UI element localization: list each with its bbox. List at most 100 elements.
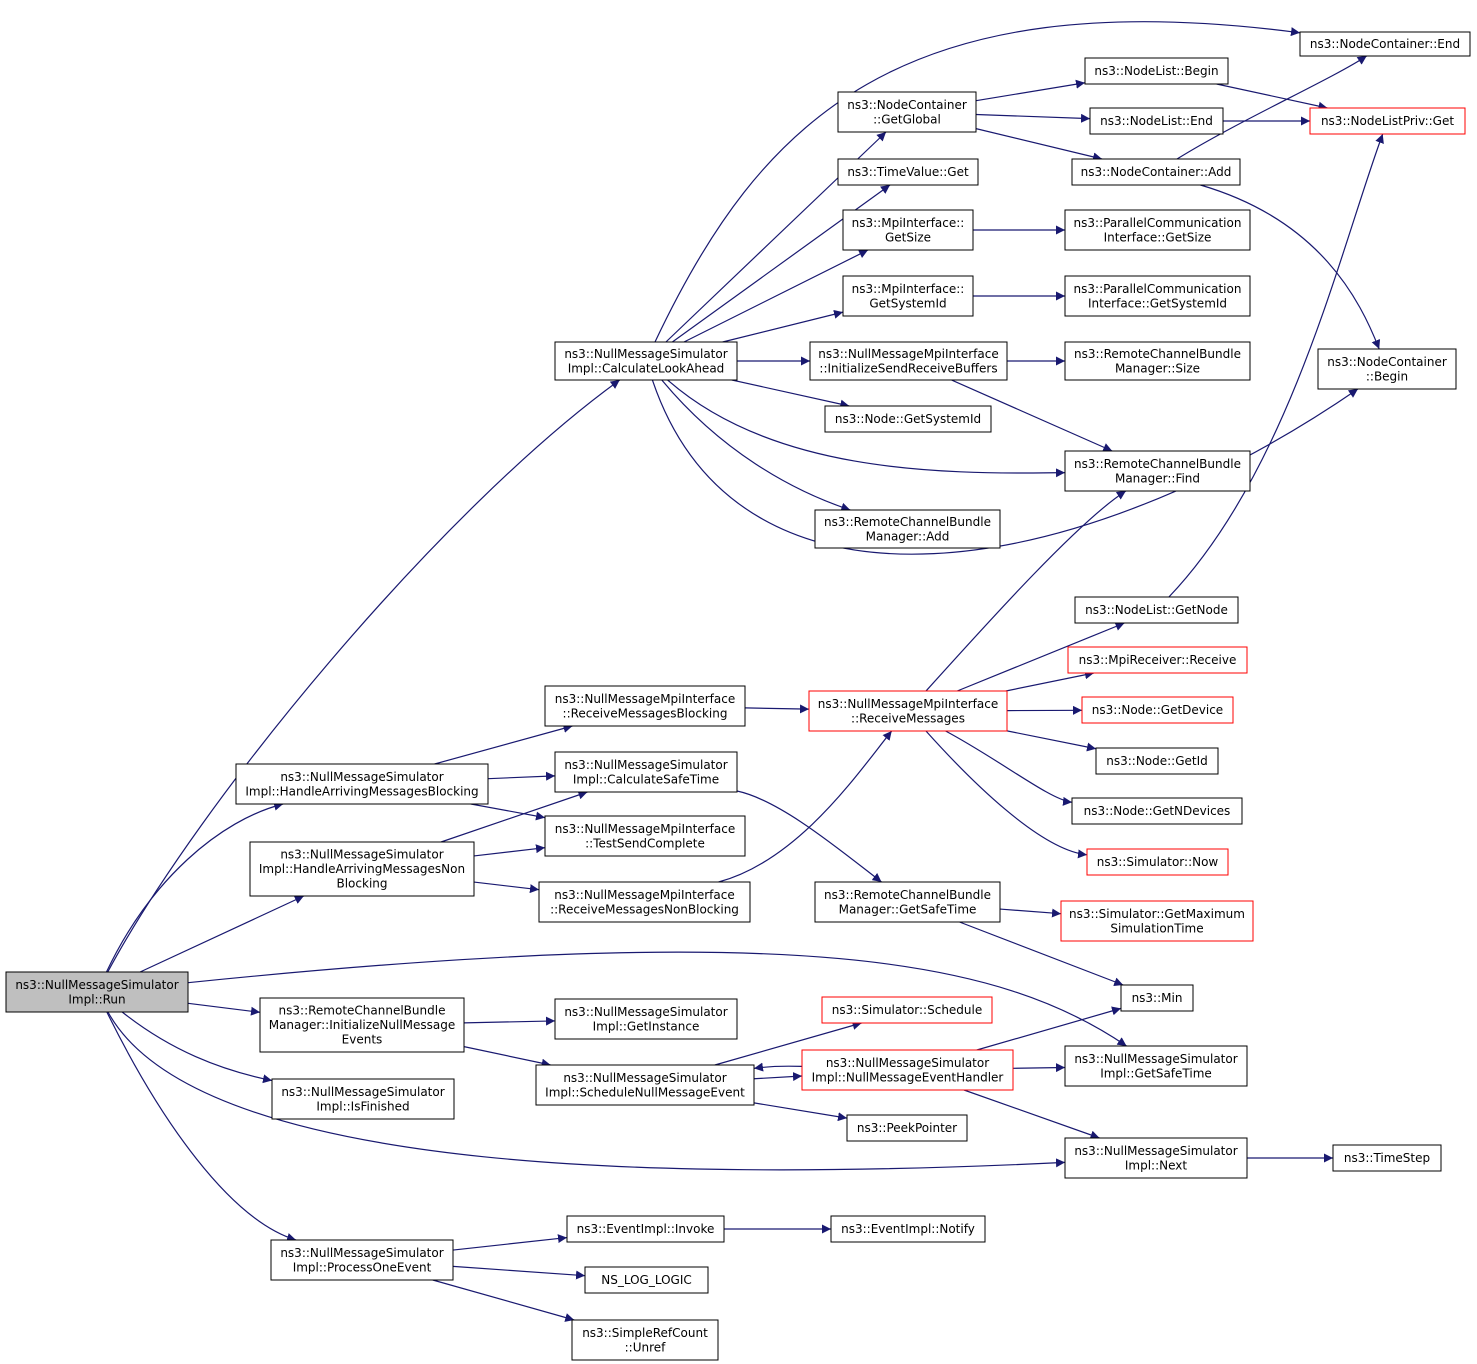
node-label: ns3::PeekPointer [857,1121,957,1135]
node-box [842,275,974,317]
node-min[interactable]: ns3::Min [1120,984,1194,1012]
node-box [1086,848,1229,876]
edge-recvNonBlocking-to-recvMessages [718,730,893,883]
edge-calcLookAhead-to-nodeGetSysId [731,379,850,409]
edge-recvBlocking-to-recvMessages [744,704,810,714]
node-ncAdd[interactable]: ns3::NodeContainer::Add [1071,158,1241,186]
node-box [814,509,1001,549]
node-box [554,751,738,793]
node-box [801,1049,1014,1091]
node-nlpGet[interactable]: ns3::NodeListPriv::Get [1309,107,1466,135]
node-tvGet[interactable]: ns3::TimeValue::Get [837,158,979,186]
edge-run-to-isFinished [121,1011,273,1084]
node-label: NS_LOG_LOGIC [601,1273,692,1287]
node-box [837,158,979,186]
node-ncBegin[interactable]: ns3::NodeContainer::Begin [1317,348,1457,390]
node-nlEnd[interactable]: ns3::NodeList::End [1089,107,1224,135]
node-nodeGetDevice[interactable]: ns3::Node::GetDevice [1081,696,1234,724]
edge-scheduleNull-to-peekPointer [753,1102,848,1122]
node-box [1060,900,1254,942]
node-box [1064,209,1251,251]
node-recvMessages[interactable]: ns3::NullMessageMpiInterface::ReceiveMes… [808,690,1008,732]
node-simNow[interactable]: ns3::Simulator::Now [1086,848,1229,876]
node-label: ns3::NodeContainer::End [1310,37,1460,51]
node-box [1064,275,1251,317]
edge-calcLookAhead-to-ncBegin [651,379,1359,555]
node-label: ns3::EventImpl::Invoke [577,1222,715,1236]
edge-recvMessages-to-simNow [925,730,1088,859]
edge-calcLookAhead-to-ncEnd [654,21,1301,343]
node-recvBlocking[interactable]: ns3::NullMessageMpiInterface::ReceiveMes… [544,685,746,727]
node-label: ns3::Node::GetDevice [1092,703,1223,717]
node-nodeGetNDevices[interactable]: ns3::Node::GetNDevices [1071,797,1243,825]
node-box [1332,1144,1442,1172]
edge-calcLookAhead-to-mpiGetSysId [722,309,844,343]
node-label: ns3::NullMessageMpiInterface::ReceiveMes… [818,697,998,726]
node-mpiGetSysId[interactable]: ns3::MpiInterface::GetSystemId [842,275,974,317]
node-mpiRecv[interactable]: ns3::MpiReceiver::Receive [1067,646,1248,674]
node-mpiGetSize[interactable]: ns3::MpiInterface::GetSize [842,209,974,251]
node-box [1299,31,1471,57]
node-nlGetNode[interactable]: ns3::NodeList::GetNode [1074,596,1239,624]
node-nodeGetId[interactable]: ns3::Node::GetId [1095,747,1219,775]
node-timeStep[interactable]: ns3::TimeStep [1332,1144,1442,1172]
node-testSend[interactable]: ns3::NullMessageMpiInterface::TestSendCo… [544,815,746,857]
edge-scheduleNull-to-nullHandler [753,1072,803,1082]
node-simSchedule[interactable]: ns3::Simulator::Schedule [821,996,993,1024]
node-peekPointer[interactable]: ns3::PeekPointer [846,1114,968,1142]
node-box [566,1215,725,1243]
edge-rcbGetSafeTime-to-min [959,921,1124,986]
node-box [1089,107,1224,135]
node-box [249,841,475,897]
node-initBuffers[interactable]: ns3::NullMessageMpiInterface::Initialize… [809,341,1008,381]
edge-handleNonBlocking-to-recvNonBlocking [473,881,540,894]
edge-run-to-handleNonBlocking [139,895,305,973]
node-label: ns3::MpiInterface::GetSystemId [852,282,965,311]
node-recvNonBlocking[interactable]: ns3::NullMessageMpiInterface::ReceiveMes… [538,881,751,923]
node-notify[interactable]: ns3::EventImpl::Notify [830,1215,986,1243]
node-box [824,405,992,433]
node-nodeGetSysId[interactable]: ns3::Node::GetSystemId [824,405,992,433]
edge-recvMessages-to-nodeGetId [1006,730,1097,752]
edge-run-to-processOne [106,1011,297,1242]
node-label: ns3::SimpleRefCount::Unref [582,1326,708,1355]
edge-processOne-to-nsLogLogic [452,1265,586,1280]
node-box [544,815,746,857]
edge-rcbGetSafeTime-to-simMaxTime [999,908,1062,918]
node-ncGetGlobal[interactable]: ns3::NodeContainer::GetGlobal [837,91,977,133]
node-nsLogLogic[interactable]: NS_LOG_LOGIC [584,1266,709,1294]
node-box [538,881,751,923]
node-unref[interactable]: ns3::SimpleRefCount::Unref [571,1319,719,1361]
node-ncEnd[interactable]: ns3::NodeContainer::End [1299,31,1471,57]
node-nlBegin[interactable]: ns3::NodeList::Begin [1084,57,1229,85]
edge-scheduleNull-to-simSchedule [714,1021,862,1066]
node-invoke[interactable]: ns3::EventImpl::Invoke [566,1215,725,1243]
node-box [1071,797,1243,825]
node-box [535,1064,755,1106]
